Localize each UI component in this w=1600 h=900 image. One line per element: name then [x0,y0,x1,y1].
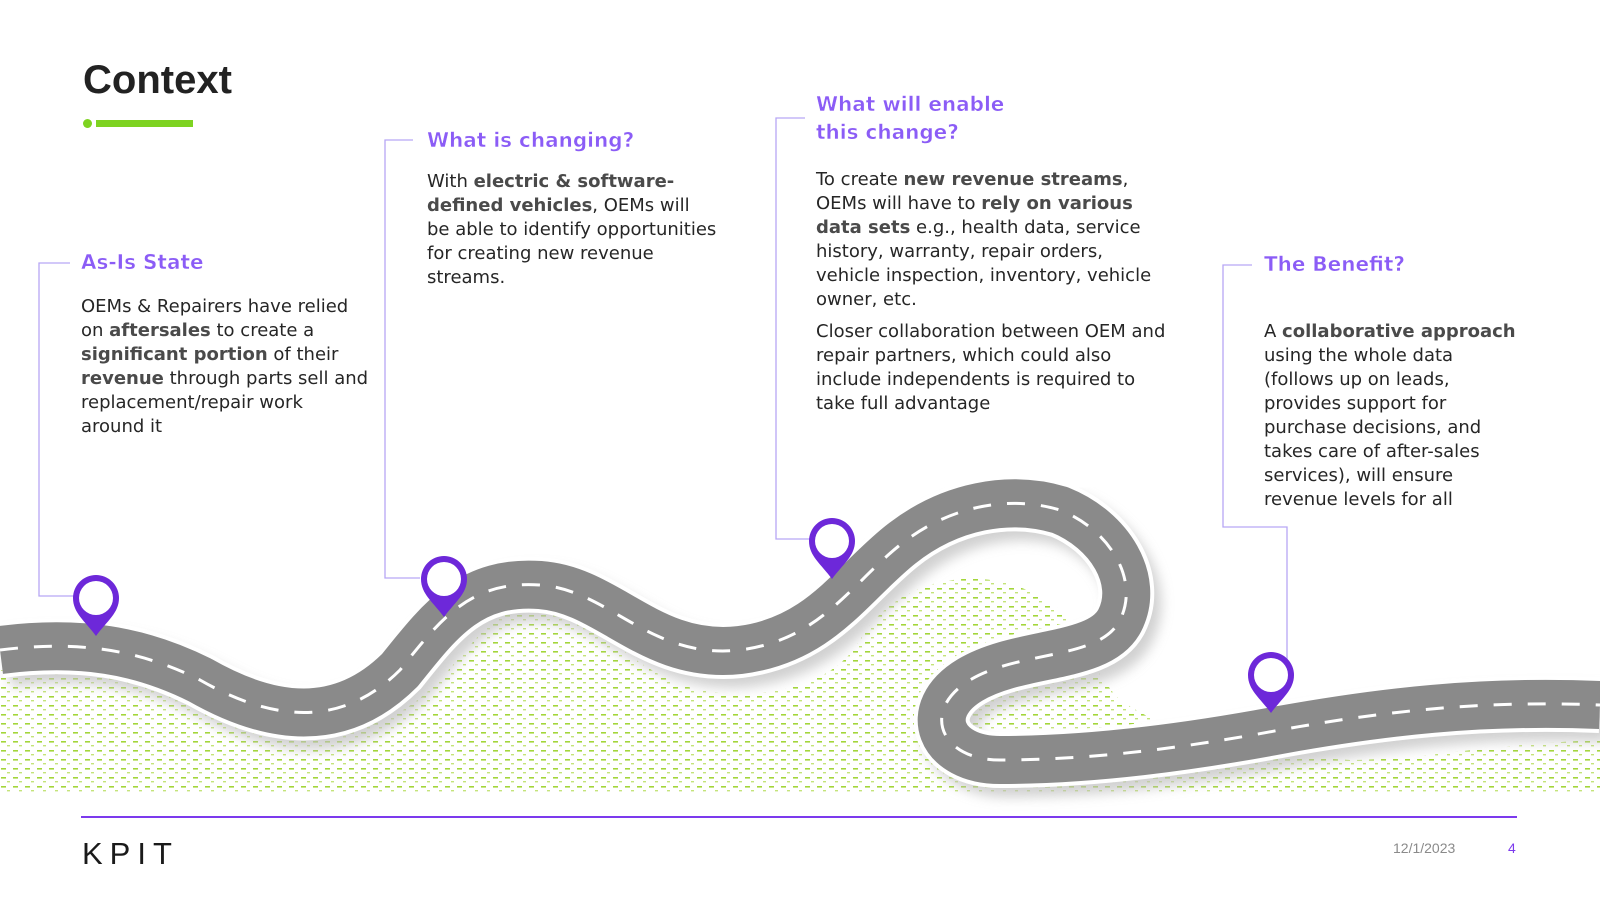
section-text-changing: With electric & software-defined vehicle… [427,170,717,290]
body-text: OEMs & Repairers have relied on [81,296,349,341]
section-heading-as-is: As-Is State [81,250,204,275]
body-text: of their [267,344,339,365]
section-text-as-is: OEMs & Repairers have relied on aftersal… [81,295,371,439]
section-text-enable: To create new revenue streams, OEMs will… [816,168,1171,312]
kpit-logo: KPIT [82,836,179,871]
body-text: using the whole data (follows up on lead… [1264,345,1482,510]
page-number: 4 [1508,840,1516,856]
highlighted-text: electric & software-defined vehicles [427,171,675,216]
body-text: e.g., health data, service history, warr… [816,217,1152,310]
map-pin-icon [809,518,855,579]
section-text-benefit: A collaborative approach using the whole… [1264,320,1526,512]
section-heading-enable: What will enable this change? [816,92,1005,145]
callout-line-as-is [38,262,80,597]
body-text: , OEMs will have to [816,169,1129,214]
highlighted-text: collaborative approach [1282,321,1516,342]
highlighted-text: significant portion [81,344,268,365]
body-text: With [427,171,474,192]
highlighted-text: aftersales [109,320,211,341]
map-pin-icon [1248,652,1294,713]
body-text: Closer collaboration between OEM and rep… [816,321,1166,414]
section-heading-benefit: The Benefit? [1264,252,1406,277]
footer-date: 12/1/2023 [1393,840,1456,856]
highlighted-text: new revenue streams [903,169,1123,190]
section-text-enable-2: Closer collaboration between OEM and rep… [816,320,1171,416]
callout-line-enable [775,117,810,540]
body-text: through parts sell and replacement/repai… [81,368,369,437]
slide-title: Context [83,58,232,102]
highlighted-text: revenue [81,368,164,389]
body-text: , OEMs will be able to identify opportun… [427,195,717,288]
map-pin-icon [73,575,119,636]
map-pin-icon [421,556,467,617]
callout-line-changing [384,139,420,579]
body-text: to create a [210,320,315,341]
road-centerline [0,501,1600,762]
highlighted-text: rely on various data sets [816,193,1133,238]
body-text: A [1264,321,1283,342]
footer-divider [81,816,1517,818]
section-heading-changing: What is changing? [427,128,635,153]
title-underline [83,119,193,128]
body-text: To create [816,169,904,190]
